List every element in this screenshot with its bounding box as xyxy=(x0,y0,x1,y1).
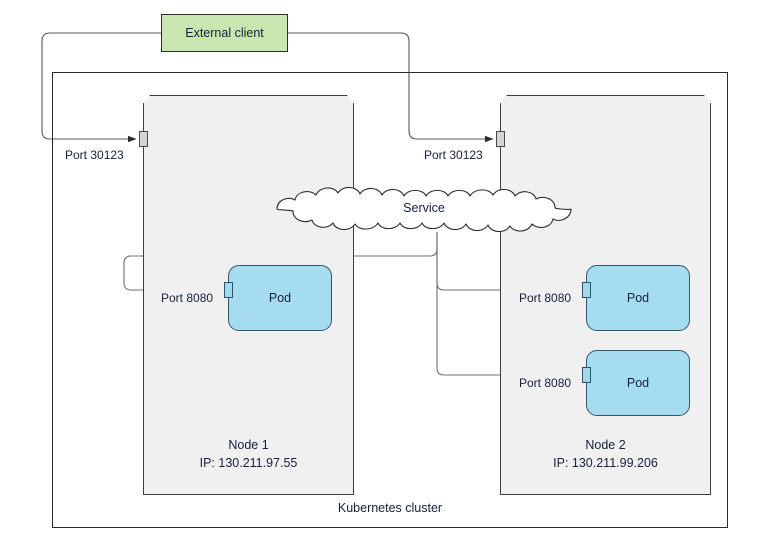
external-client-box[interactable]: External client xyxy=(161,14,288,52)
node-2-nodeport-label: Port 30123 xyxy=(424,148,483,162)
cluster-label: Kubernetes cluster xyxy=(337,501,443,515)
node-1-ip: IP: 130.211.97.55 xyxy=(199,456,298,470)
node-2-caption: Node 2 IP: 130.211.99.206 xyxy=(501,436,710,472)
node-2-pod-2-port-connector[interactable] xyxy=(582,367,591,383)
service-cloud[interactable]: Service xyxy=(265,178,583,240)
pod-label: Pod xyxy=(626,291,650,305)
node-2-pod-2[interactable]: Pod xyxy=(586,350,690,416)
node-1-nodeport-connector[interactable] xyxy=(139,131,148,147)
node-1-pod-1-port-connector[interactable] xyxy=(224,282,233,298)
node-2-lid xyxy=(500,95,711,104)
node-2-nodeport-connector[interactable] xyxy=(496,131,505,147)
node-2-pod-2-port-label: Port 8080 xyxy=(519,376,572,390)
node-2-pod-1[interactable]: Pod xyxy=(586,265,690,331)
node-1-pod-1[interactable]: Pod xyxy=(228,265,332,331)
node-1-pod-1-port-label: Port 8080 xyxy=(161,291,214,305)
node-1-caption: Node 1 IP: 130.211.97.55 xyxy=(144,436,353,472)
node-1-nodeport-label: Port 30123 xyxy=(65,148,124,162)
node-2-pod-1-port-label: Port 8080 xyxy=(519,291,572,305)
external-client-label: External client xyxy=(185,26,264,40)
service-cloud-shape xyxy=(276,186,572,233)
node-2-pod-1-port-connector[interactable] xyxy=(582,282,591,298)
pod-label: Pod xyxy=(626,376,650,390)
node-1-name: Node 1 xyxy=(228,438,269,452)
pod-label: Pod xyxy=(268,291,292,305)
node-1-lid xyxy=(143,95,354,104)
node-2-ip: IP: 130.211.99.206 xyxy=(553,456,658,470)
node-2-name: Node 2 xyxy=(585,438,626,452)
